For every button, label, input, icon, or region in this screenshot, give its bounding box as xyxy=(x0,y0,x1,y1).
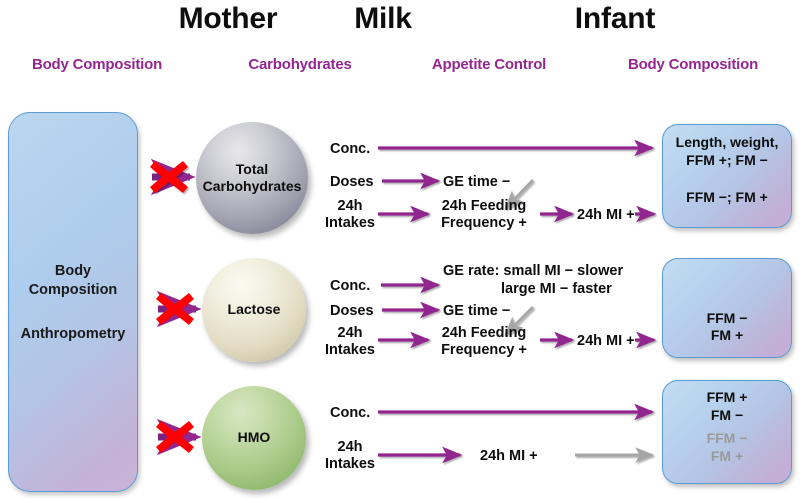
row3-outcome-dim-line1: FFM − xyxy=(706,430,748,447)
row3-24h-mi-label: 24h MI + xyxy=(480,448,538,464)
row2-outcome-line2: FM + xyxy=(710,327,744,344)
row1-ge-time-label: GE time − xyxy=(443,174,511,190)
row1-doses-label: Doses xyxy=(330,174,374,190)
row2-outcome-line1: FFM − xyxy=(706,309,748,326)
row2-intakes-line1: 24h xyxy=(337,325,363,341)
row2-feeding-frequency-label: 24h Feeding Frequency + xyxy=(428,325,540,360)
maternal-panel-line3: Anthropometry xyxy=(20,326,126,343)
infant-outcome-box-lactose: FFM − FM + xyxy=(662,258,792,358)
sphere-label: HMO xyxy=(237,429,271,446)
milk-component-total-carbohydrates: Total Carbohydrates xyxy=(196,122,308,234)
no-association-marker-hmo xyxy=(152,417,198,457)
no-association-marker-carbohydrates xyxy=(146,157,192,197)
row1-outcome-line2: FFM +; FM − xyxy=(686,151,768,168)
row1-feeding-line2: Frequency + xyxy=(441,215,527,232)
no-association-marker-lactose xyxy=(152,289,198,329)
row1-intakes-line2: Intakes xyxy=(325,215,375,232)
row2-ge-rate-line2: large MI − faster xyxy=(501,280,612,297)
header-title-milk: Milk xyxy=(354,2,412,35)
sphere-label-line1: Total xyxy=(235,160,269,177)
row2-intakes-label: 24h Intakes xyxy=(322,325,378,360)
row1-outcome-line3: FFM −; FM + xyxy=(686,189,768,206)
row2-24h-mi-label: 24h MI + xyxy=(577,333,635,349)
header-subtitle-mother-body-composition: Body Composition xyxy=(31,56,163,73)
maternal-body-composition-panel: Body Composition Anthropometry xyxy=(8,112,138,492)
row2-conc-label: Conc. xyxy=(330,278,371,294)
infant-outcome-box-hmo: FFM + FM − FFM − FM + xyxy=(662,380,792,484)
milk-component-hmo: HMO xyxy=(202,386,306,490)
header-title-mother: Mother xyxy=(178,2,278,35)
maternal-panel-line2: Composition xyxy=(28,282,118,298)
row2-ge-rate-label: GE rate: small MI − slower large MI − fa… xyxy=(443,263,623,299)
sphere-label-line2: Carbohydrates xyxy=(202,178,302,194)
row3-intakes-line2: Intakes xyxy=(325,456,375,473)
row3-intakes-line1: 24h xyxy=(337,439,363,455)
row2-ge-time-label: GE time − xyxy=(443,303,511,319)
sphere-label: Lactose xyxy=(227,301,281,318)
row3-conc-label: Conc. xyxy=(330,405,371,421)
row3-intakes-label: 24h Intakes xyxy=(322,439,378,474)
row1-intakes-label: 24h Intakes xyxy=(322,198,378,233)
row2-feeding-line2: Frequency + xyxy=(441,342,527,359)
header-subtitle-infant-body-composition: Body Composition xyxy=(627,56,759,73)
row3-outcome-line1: FFM + xyxy=(706,389,748,405)
header-subtitle-carbohydrates: Carbohydrates xyxy=(248,56,352,73)
row2-feeding-line1: 24h Feeding xyxy=(441,325,527,341)
row1-feeding-line1: 24h Feeding xyxy=(441,198,527,214)
infant-outcome-box-carbohydrates: Length, weight, FFM +; FM − FFM −; FM + xyxy=(662,124,792,228)
row1-intakes-line1: 24h xyxy=(337,198,363,214)
header-title-infant: Infant xyxy=(574,2,656,35)
row3-outcome-dim-line2: FM + xyxy=(710,447,744,464)
milk-component-lactose: Lactose xyxy=(202,258,306,362)
row2-intakes-line2: Intakes xyxy=(325,342,375,359)
row2-doses-label: Doses xyxy=(330,303,374,319)
row1-conc-label: Conc. xyxy=(330,141,371,157)
row1-24h-mi-label: 24h MI + xyxy=(577,207,635,223)
row1-outcome-line1: Length, weight, xyxy=(675,134,779,150)
row2-ge-rate-line1: GE rate: small MI − slower xyxy=(443,263,624,279)
row1-feeding-frequency-label: 24h Feeding Frequency + xyxy=(428,198,540,233)
maternal-panel-line1: Body xyxy=(54,262,92,279)
row3-outcome-line2: FM − xyxy=(710,406,744,423)
header-subtitle-appetite-control: Appetite Control xyxy=(431,56,547,73)
